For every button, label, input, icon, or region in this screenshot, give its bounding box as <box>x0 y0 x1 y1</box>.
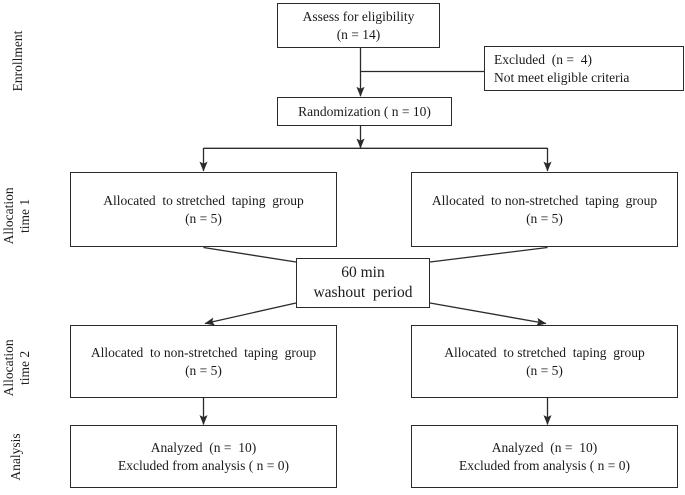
node-allocation-time1-stretched-line-1: Allocated to stretched taping group <box>103 193 304 209</box>
node-assess-for-eligibility: Assess for eligibility (n = 14) <box>277 3 440 48</box>
node-analysis-left-line-2: Excluded from analysis ( n = 0) <box>117 457 290 473</box>
node-allocation-time1-non-stretched: Allocated to non-stretched taping group … <box>411 172 678 247</box>
node-washout-period: 60 min washout period <box>296 258 430 308</box>
node-randomization-line-1: Randomization ( n = 10) <box>298 103 431 119</box>
node-allocation-time2-non-stretched-line-1: Allocated to non-stretched taping group <box>90 345 317 361</box>
node-allocation-time2-non-stretched: Allocated to non-stretched taping group … <box>70 325 337 398</box>
node-washout-line-2: washout period <box>313 284 413 301</box>
node-allocation-time2-non-stretched-line-2: (n = 5) <box>185 362 222 378</box>
node-assess-line-1: Assess for eligibility <box>302 9 415 25</box>
node-excluded-line-1: Excluded (n = 4) <box>494 52 592 68</box>
node-assess-line-2: (n = 14) <box>336 26 381 42</box>
edge-washout-to-alloc2-right <box>429 302 547 326</box>
node-allocation-time1-non-stretched-line-1: Allocated to non-stretched taping group <box>431 193 658 209</box>
stage-label-allocation-time-1: Allocation time 1 <box>1 187 32 245</box>
stage-label-analysis: Analysis <box>8 433 24 481</box>
node-analysis-right: Analyzed (n = 10) Excluded from analysis… <box>411 425 678 488</box>
node-analysis-left: Analyzed (n = 10) Excluded from analysis… <box>70 425 337 488</box>
node-allocation-time1-stretched: Allocated to stretched taping group (n =… <box>70 172 337 247</box>
edge-alloc1-left-to-washout <box>203 246 297 263</box>
node-washout-line-1: 60 min <box>341 264 385 282</box>
node-randomization: Randomization ( n = 10) <box>277 97 452 126</box>
node-excluded-line-2: Not meet eligible criteria <box>494 69 630 85</box>
node-analysis-right-line-2: Excluded from analysis ( n = 0) <box>458 457 631 473</box>
edge-washout-to-alloc2-left <box>204 302 297 326</box>
node-excluded: Excluded (n = 4) Not meet eligible crite… <box>484 46 684 91</box>
node-allocation-time2-stretched-line-2: (n = 5) <box>526 362 563 378</box>
node-allocation-time2-stretched-line-1: Allocated to stretched taping group <box>444 345 645 361</box>
node-analysis-left-line-1: Analyzed (n = 10) <box>150 440 257 456</box>
node-analysis-right-line-1: Analyzed (n = 10) <box>491 440 598 456</box>
stage-label-allocation-time-2: Allocation time 2 <box>1 339 32 397</box>
stage-label-enrollment: Enrollment <box>10 30 26 92</box>
node-allocation-time1-non-stretched-line-2: (n = 5) <box>526 210 563 226</box>
node-allocation-time1-stretched-line-2: (n = 5) <box>185 210 222 226</box>
edge-alloc1-right-to-washout <box>429 246 548 263</box>
node-allocation-time2-stretched: Allocated to stretched taping group (n =… <box>411 325 678 398</box>
